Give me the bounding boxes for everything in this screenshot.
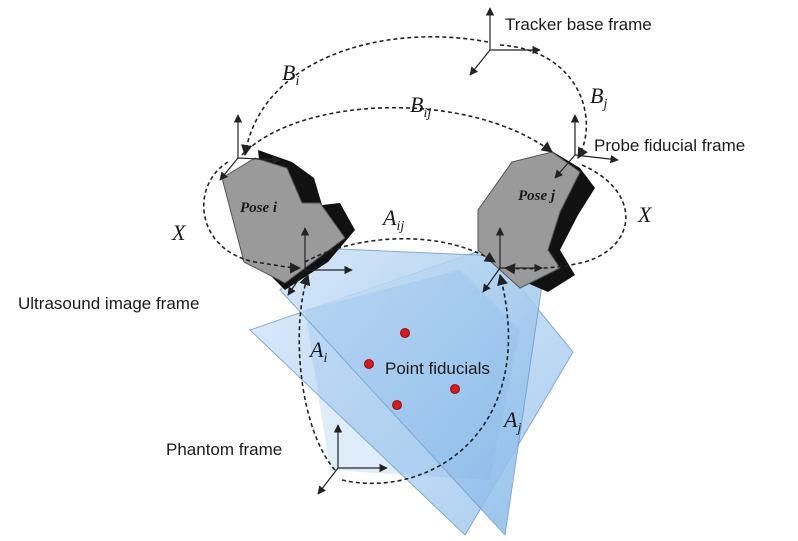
arc-x-left — [202, 161, 302, 274]
image-plane-overlap — [305, 270, 520, 480]
probe-i: Pose i — [221, 150, 355, 290]
pose-j-label: Pose j — [518, 188, 556, 204]
label-a-j: Aj — [502, 407, 521, 436]
label-b-ij: Bij — [410, 92, 431, 121]
phantom-frame-axes — [317, 424, 388, 495]
fiducial-point — [392, 400, 402, 410]
ultrasound-image-label: Ultrasound image frame — [18, 294, 199, 313]
label-b-j: Bj — [590, 83, 607, 112]
probe-fiducial-label: Probe fiducial frame — [594, 136, 745, 155]
pose-i-label: Pose i — [240, 200, 278, 216]
tracker-base-label: Tracker base frame — [505, 15, 652, 34]
arc-a-j — [341, 273, 510, 485]
label-x-right: X — [637, 202, 653, 227]
tracker-base-axes — [469, 7, 541, 76]
transform-arcs — [202, 36, 627, 485]
arc-b-j — [499, 44, 588, 159]
label-x-left: X — [171, 220, 187, 245]
arc-a-ij — [304, 238, 496, 263]
arc-b-ij — [241, 106, 553, 156]
label-b-i: Bi — [282, 60, 299, 89]
point-fiducials-label: Point fiducials — [385, 359, 490, 378]
image-planes — [249, 247, 574, 537]
probe-j: Pose j — [477, 150, 595, 292]
label-a-i: Ai — [308, 337, 327, 366]
point-fiducials — [364, 328, 460, 410]
arc-x-right — [503, 164, 627, 275]
phantom-frame-label: Phantom frame — [166, 440, 282, 459]
fiducial-point — [400, 328, 410, 338]
label-a-ij: Aij — [381, 205, 404, 234]
probe-fiducial-axes-i — [219, 114, 281, 181]
arc-a-i — [298, 273, 336, 471]
probe-i-body — [221, 157, 346, 284]
probe-j-body — [477, 151, 581, 289]
fiducial-point — [364, 359, 374, 369]
arc-b-i — [241, 36, 489, 157]
fiducial-point — [450, 384, 460, 394]
transform-labels: Bi Bij Bj Aij X X Ai Aj — [171, 60, 653, 436]
